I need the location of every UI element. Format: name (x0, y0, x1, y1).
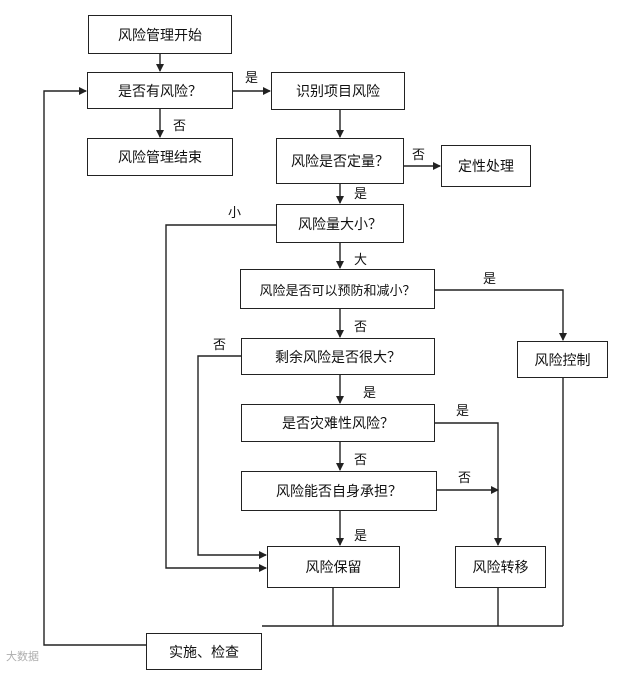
node-retain: 风险保留 (267, 546, 400, 588)
node-end: 风险管理结束 (87, 138, 233, 176)
label-prevent-yes: 是 (483, 272, 497, 287)
label-has-risk-no: 否 (173, 119, 187, 134)
node-implement: 实施、检查 (146, 633, 262, 670)
node-control: 风险控制 (517, 341, 608, 378)
node-quantify: 风险是否定量？ (276, 138, 404, 184)
label-prevent-no: 否 (354, 320, 368, 335)
label-quantify-yes: 是 (354, 187, 368, 202)
label-size-small: 小 (228, 206, 242, 221)
node-qualitative: 定性处理 (441, 145, 531, 187)
label-quantify-no: 否 (412, 148, 426, 163)
label-size-large: 大 (354, 253, 368, 268)
node-transfer: 风险转移 (455, 546, 546, 588)
node-bearable: 风险能否自身承担？ (241, 471, 437, 511)
label-catastrophic-yes: 是 (456, 404, 470, 419)
label-bearable-no: 否 (458, 471, 472, 486)
label-has-risk-yes: 是 (245, 71, 259, 86)
label-residual-yes: 是 (363, 386, 377, 401)
node-has-risk: 是否有风险？ (87, 72, 233, 109)
node-size: 风险量大小？ (276, 204, 404, 243)
node-catastrophic: 是否灾难性风险？ (241, 404, 435, 442)
label-bearable-yes: 是 (354, 529, 368, 544)
node-start: 风险管理开始 (88, 15, 232, 54)
node-prevent: 风险是否可以预防和减小？ (240, 269, 435, 309)
node-residual: 剩余风险是否很大？ (241, 338, 435, 375)
label-residual-no: 否 (213, 338, 227, 353)
node-identify: 识别项目风险 (271, 72, 405, 110)
label-catastrophic-no: 否 (354, 453, 368, 468)
watermark: 大数据 (6, 650, 39, 663)
